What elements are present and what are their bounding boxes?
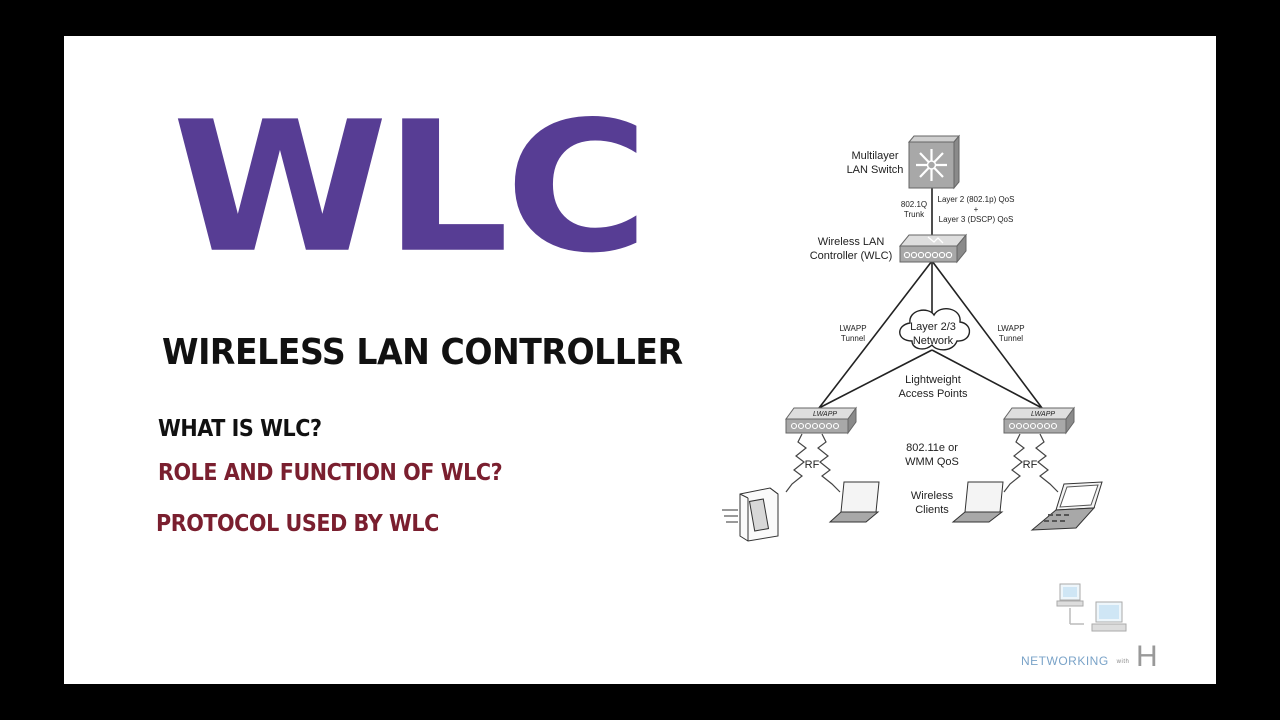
wmm-label-line1: 802.11e or (906, 442, 958, 454)
wlc-label-line1: Wireless LAN (818, 236, 885, 248)
rf-link-2 (817, 433, 841, 493)
rf-links (785, 433, 1059, 493)
lwapp-tunnel-right-line1: LWAPP (997, 324, 1024, 333)
cloud-ap-link-right (931, 349, 1043, 409)
rf-link-3 (1003, 433, 1025, 493)
computers-logo-icon (1056, 583, 1127, 632)
rf-link-4 (1035, 433, 1059, 493)
network-cloud-icon (899, 307, 971, 351)
cloud-label-line2: Network (913, 335, 954, 347)
ap-right-face-label: LWAPP (1031, 411, 1055, 418)
rf-label-right: RF (1023, 459, 1038, 471)
bullet-protocol: PROTOCOL USED BY WLC (156, 511, 439, 537)
bullet-role-function: ROLE AND FUNCTION OF WLC? (158, 460, 503, 486)
subtitle: WIRELESS LAN CONTROLLER (162, 332, 683, 373)
lap-label-line1: Lightweight (905, 374, 961, 386)
access-point-left-icon: LWAPP (785, 406, 857, 435)
lap-label-line2: Access Points (898, 388, 968, 400)
ap-left-face-label: LWAPP (813, 411, 837, 418)
access-point-right-icon: LWAPP (1003, 406, 1075, 435)
qos-label-line2: + (974, 205, 979, 214)
logo-networking: NETWORKING (1021, 654, 1109, 668)
qos-label-line3: Layer 3 (DSCP) QoS (939, 215, 1014, 224)
trunk-label-line1: 802.1Q (901, 200, 927, 209)
bullet-what-is: WHAT IS WLC? (158, 416, 322, 442)
tunnel-link-left (818, 260, 933, 409)
wlc-label-line2: Controller (WLC) (810, 250, 893, 262)
lwapp-tunnel-left-line1: LWAPP (839, 324, 866, 333)
tablet-client-icon (1030, 481, 1103, 531)
logo-text: NETWORKING with (1021, 654, 1129, 668)
tunnel-link-right (931, 260, 1043, 409)
page-title: WLC (172, 83, 649, 294)
logo-with: with (1116, 658, 1130, 665)
cloud-ap-link-left (818, 349, 933, 409)
cloud-label-line1: Layer 2/3 (910, 321, 956, 333)
lwapp-tunnel-left-line2: Tunnel (841, 334, 865, 343)
wlc-device-icon (898, 233, 968, 264)
switch-label-line1: Multilayer (851, 150, 898, 162)
multilayer-switch-icon (907, 134, 961, 190)
phone-client-icon (722, 487, 779, 542)
laptop-client-2-icon (951, 481, 1004, 523)
clients-label-line1: Wireless (911, 490, 954, 502)
trunk-label-line2: Trunk (904, 210, 925, 219)
logo-letter: H (1136, 640, 1158, 673)
network-diagram: LWAPP LWAPP (722, 134, 1127, 632)
slide: WLC WIRELESS LAN CONTROLLER WHAT IS WLC?… (64, 36, 1216, 684)
rf-link-1 (785, 433, 807, 493)
qos-label-line1: Layer 2 (802.1p) QoS (938, 195, 1015, 204)
wmm-label-line2: WMM QoS (905, 456, 959, 468)
rf-label-left: RF (805, 459, 820, 471)
switch-label-line2: LAN Switch (847, 164, 904, 176)
laptop-client-1-icon (828, 481, 880, 523)
link-lines (818, 186, 1043, 409)
lwapp-tunnel-right-line2: Tunnel (999, 334, 1023, 343)
clients-label-line2: Clients (915, 504, 949, 516)
